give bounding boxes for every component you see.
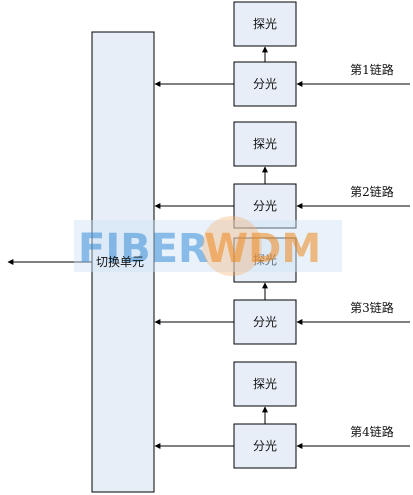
probe-label: 探光 (253, 377, 277, 391)
watermark-logo: FIBER WDM (74, 216, 342, 276)
split-label: 分光 (253, 439, 277, 453)
split-label: 分光 (253, 77, 277, 91)
link-label: 第4链路 (350, 424, 394, 439)
split-box (233, 61, 297, 107)
split-box (233, 299, 297, 345)
split-label: 分光 (253, 315, 277, 329)
link-label: 第2链路 (350, 184, 394, 199)
probe-box (233, 237, 297, 283)
probe-box (233, 361, 297, 407)
watermark-text-right: WDM (204, 226, 321, 272)
watermark-text-left: FIBER (78, 226, 209, 272)
link-label: 第1链路 (350, 62, 394, 77)
probe-box (233, 1, 297, 47)
split-box (233, 183, 297, 229)
link-label: 第3链路 (350, 300, 394, 315)
probe-label: 探光 (253, 253, 277, 267)
split-label: 分光 (253, 199, 277, 213)
probe-label: 探光 (253, 17, 277, 31)
switch-unit-box (91, 31, 155, 493)
switch-unit-label: 切换单元 (96, 255, 144, 269)
probe-label: 探光 (253, 137, 277, 151)
probe-box (233, 121, 297, 167)
split-box (233, 423, 297, 469)
